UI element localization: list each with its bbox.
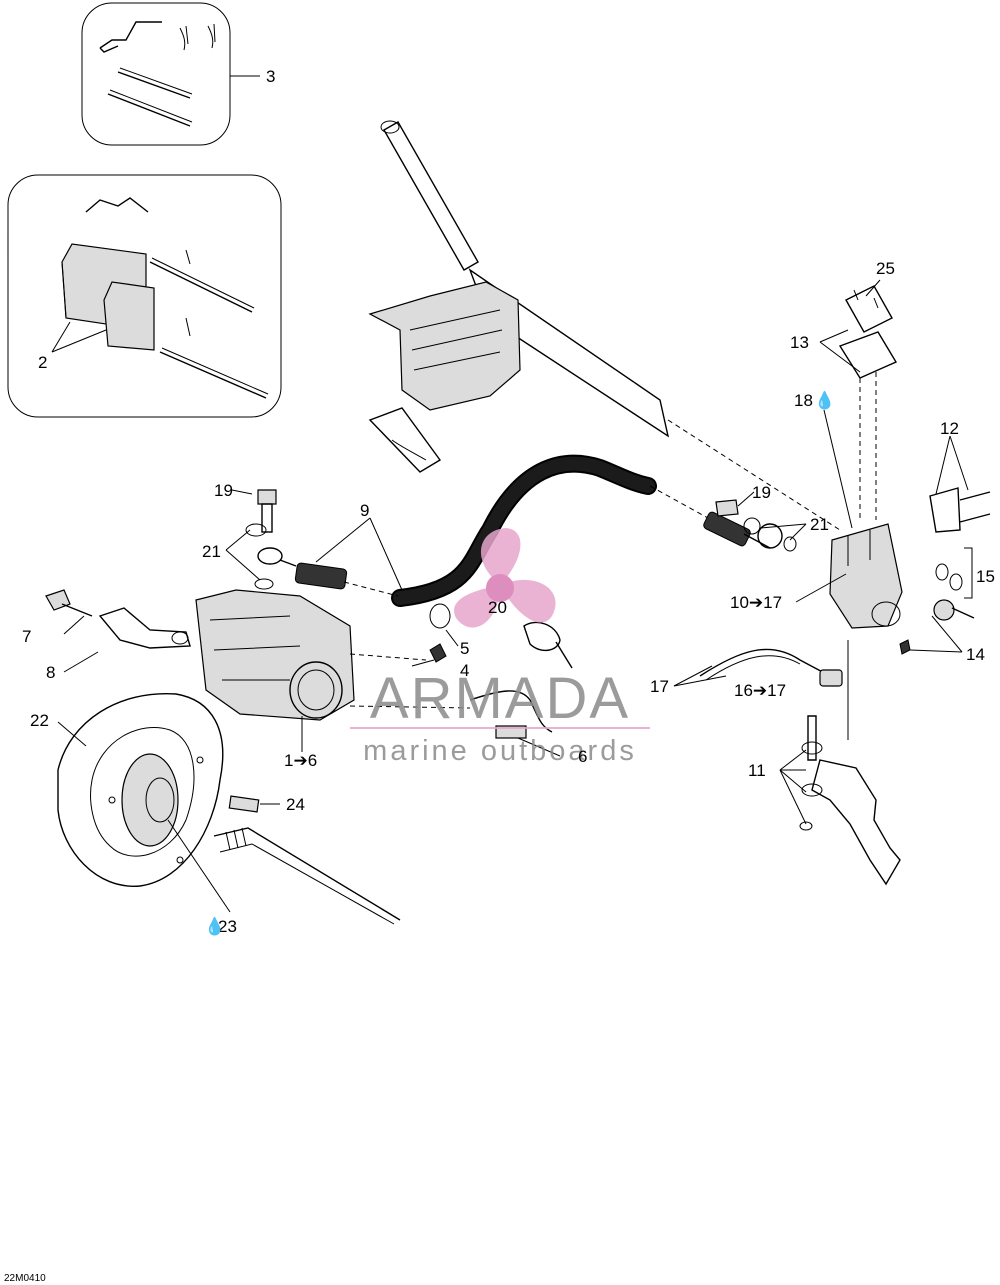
callout-4: 4: [460, 661, 469, 680]
callout-25: 25: [876, 259, 895, 278]
drop-icon-18: 💧: [814, 390, 835, 410]
callout-9: 9: [360, 501, 369, 520]
callout-20: 20: [488, 598, 507, 617]
callout-8: 8: [46, 663, 55, 682]
callout-1-6: 1➔6: [284, 751, 317, 770]
handlebar-assembly: [368, 120, 841, 531]
callout-11: 11: [748, 761, 766, 780]
brake-hose: [294, 454, 771, 607]
watermark-brand: ARMADA: [370, 666, 630, 731]
inset-pins-kit: [81, 2, 260, 146]
callout-7: 7: [22, 627, 31, 646]
drive-shaft: [213, 795, 401, 925]
leader-lines: [57, 279, 969, 913]
inset-brake-pads: [7, 174, 282, 418]
callout-19-right: 19: [752, 483, 771, 502]
drawing-code: 22M0410: [4, 1273, 46, 1284]
callout-2: 2: [38, 353, 47, 372]
callout-12: 12: [940, 419, 959, 438]
watermark-tagline: marine outboards: [363, 735, 637, 767]
banjo-bolt-right: [715, 499, 797, 552]
armada-watermark: ARMADA marine outboards: [350, 528, 650, 767]
callout-5: 5: [460, 639, 469, 658]
master-cylinder: [829, 285, 991, 655]
callout-14: 14: [966, 645, 985, 664]
callout-21-left: 21: [202, 542, 221, 561]
callout-13: 13: [790, 333, 809, 352]
callout-6: 6: [578, 747, 587, 766]
callout-18: 18: [794, 391, 813, 410]
callout-10-17: 10➔17: [730, 593, 782, 612]
callout-16-17: 16➔17: [734, 681, 786, 700]
callout-24: 24: [286, 795, 305, 814]
callout-19-left: 19: [214, 481, 233, 500]
callout-15: 15: [976, 567, 995, 586]
callout-21-right: 21: [810, 515, 829, 534]
brake-light-switch-cable: [699, 648, 843, 687]
callout-3: 3: [266, 67, 275, 86]
callout-17: 17: [650, 677, 669, 696]
brake-disc: [57, 692, 224, 887]
propeller-logo: [454, 528, 556, 628]
callout-22: 22: [30, 711, 49, 730]
banjo-bolt-left: [245, 489, 297, 590]
hose-clip: [523, 621, 573, 669]
callout-labels: 3 2 19 21 9 7 8 22 1➔6 5 4 20 6 24 23 💧 …: [4, 67, 995, 1284]
drop-icon-23: 💧: [204, 916, 225, 936]
brake-lever: [799, 640, 901, 886]
callout-23: 23: [218, 917, 237, 936]
